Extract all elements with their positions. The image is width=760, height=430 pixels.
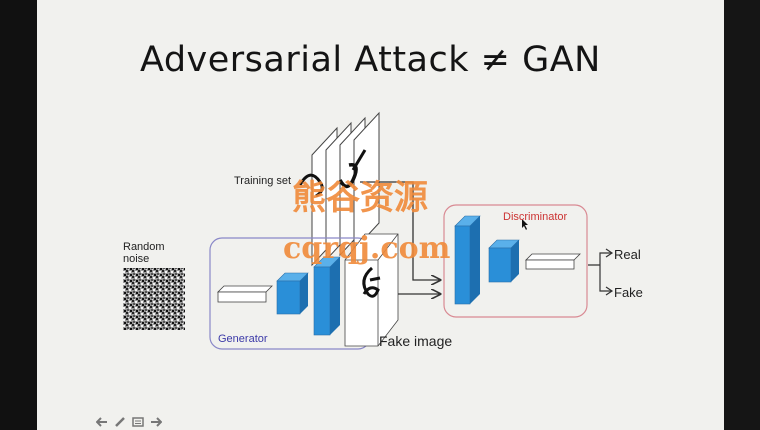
output-branch: [588, 252, 612, 292]
arrow-left-icon[interactable]: [95, 416, 109, 428]
menu-icon[interactable]: [131, 416, 145, 428]
slideshow-toolbar: [95, 416, 163, 428]
random-noise-image: [123, 268, 185, 330]
random-noise-label-line1: Random: [123, 241, 165, 253]
pen-icon[interactable]: [113, 416, 127, 428]
discriminator-label: Discriminator: [503, 211, 568, 223]
training-set-stack: [298, 111, 380, 267]
right-letterbox: [724, 0, 760, 430]
fake-image-panel: [344, 233, 399, 347]
real-output-label: Real: [614, 247, 641, 262]
left-letterbox: [0, 0, 37, 430]
discriminator-output-bar-front: [525, 259, 575, 270]
watermark-chinese: 熊谷资源: [292, 178, 428, 218]
random-noise-label-line2: noise: [123, 253, 150, 265]
fake-output-label: Fake: [614, 285, 643, 300]
discriminator-box: [443, 204, 588, 318]
discriminator-output-bar: [525, 253, 581, 261]
slide-title: Adversarial Attack ≠ GAN: [140, 40, 601, 80]
generator-input-bar: [217, 285, 273, 293]
generator-input-bar-front: [217, 291, 267, 303]
discriminator-cube-tall: [454, 215, 481, 305]
presentation-slide: [37, 0, 724, 430]
mouse-cursor: [522, 219, 528, 230]
generator-cube-tall: [313, 256, 341, 336]
training-set-label: Training set: [234, 175, 292, 187]
fake-image-label: Fake image: [379, 333, 453, 349]
real-arrowhead: [605, 248, 614, 258]
generator-label: Generator: [218, 333, 268, 345]
training-arrow: [360, 181, 440, 280]
watermark-url: cqrqj.com: [283, 231, 451, 266]
generator-cube-small: [276, 272, 309, 315]
discriminator-cube-small: [488, 239, 520, 283]
fake-arrowhead: [605, 286, 614, 296]
arrow-right-icon[interactable]: [149, 416, 163, 428]
